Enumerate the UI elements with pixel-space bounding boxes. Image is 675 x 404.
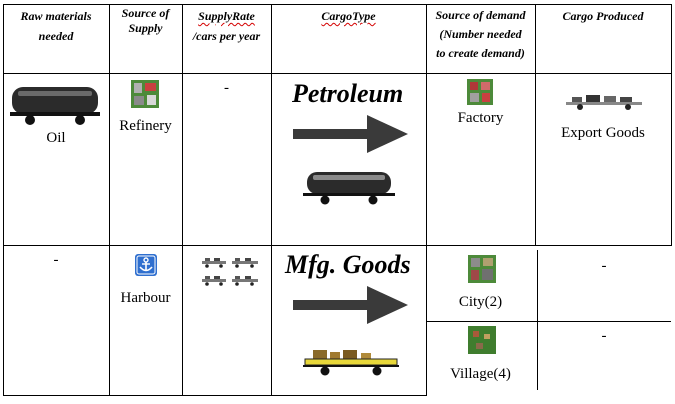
col-line-0 — [3, 4, 4, 396]
arrow-right-icon — [293, 115, 408, 153]
harbour-anchor-icon — [135, 254, 157, 276]
demand-city: City(2) — [458, 294, 503, 310]
supply-rate-petroleum: - — [224, 80, 229, 96]
raw-material-oil: Oil — [46, 130, 66, 146]
col-line-1 — [109, 4, 110, 396]
tanker-wagon-icon — [303, 172, 395, 205]
col-line-5b — [537, 250, 538, 390]
header-cargo-type: CargoType — [321, 9, 376, 23]
cargo-produced-city: - — [601, 258, 607, 274]
table-border-bottom — [3, 395, 427, 396]
goods-wagons-icon — [202, 258, 258, 286]
col-line-3 — [271, 4, 272, 396]
cargo-type-mfg-goods: Mfg. Goods — [285, 250, 411, 279]
source-refinery: Refinery — [119, 118, 172, 134]
cargo-produced-village: - — [601, 328, 607, 344]
raw-material-none: - — [53, 252, 59, 268]
goods-flatcar-icon — [303, 350, 399, 376]
col-line-6 — [671, 4, 672, 246]
city-icon — [468, 255, 496, 283]
col-line-5 — [535, 4, 536, 246]
export-goods-wagon-icon — [566, 95, 642, 110]
col-line-2 — [182, 4, 183, 396]
header-cargo-produced: Cargo Produced — [562, 9, 644, 23]
village-icon — [468, 326, 496, 354]
arrow-right-icon-2 — [293, 286, 408, 324]
cargo-type-petroleum: Petroleum — [292, 79, 404, 108]
refinery-icon — [131, 80, 159, 108]
factory-icon — [467, 79, 493, 105]
demand-sub-divider — [426, 321, 671, 322]
table-row-divider — [3, 245, 671, 246]
cargo-produced-export-goods: Export Goods — [561, 125, 645, 141]
table-header-divider — [3, 73, 671, 74]
oil-tanker-icon — [10, 87, 100, 125]
demand-village: Village(4) — [450, 366, 511, 382]
col-line-4 — [426, 4, 427, 396]
source-harbour: Harbour — [120, 290, 171, 306]
header-supply-rate: SupplyRate/cars per year — [192, 9, 261, 43]
table-border-top — [3, 4, 671, 5]
demand-factory: Factory — [457, 110, 504, 126]
